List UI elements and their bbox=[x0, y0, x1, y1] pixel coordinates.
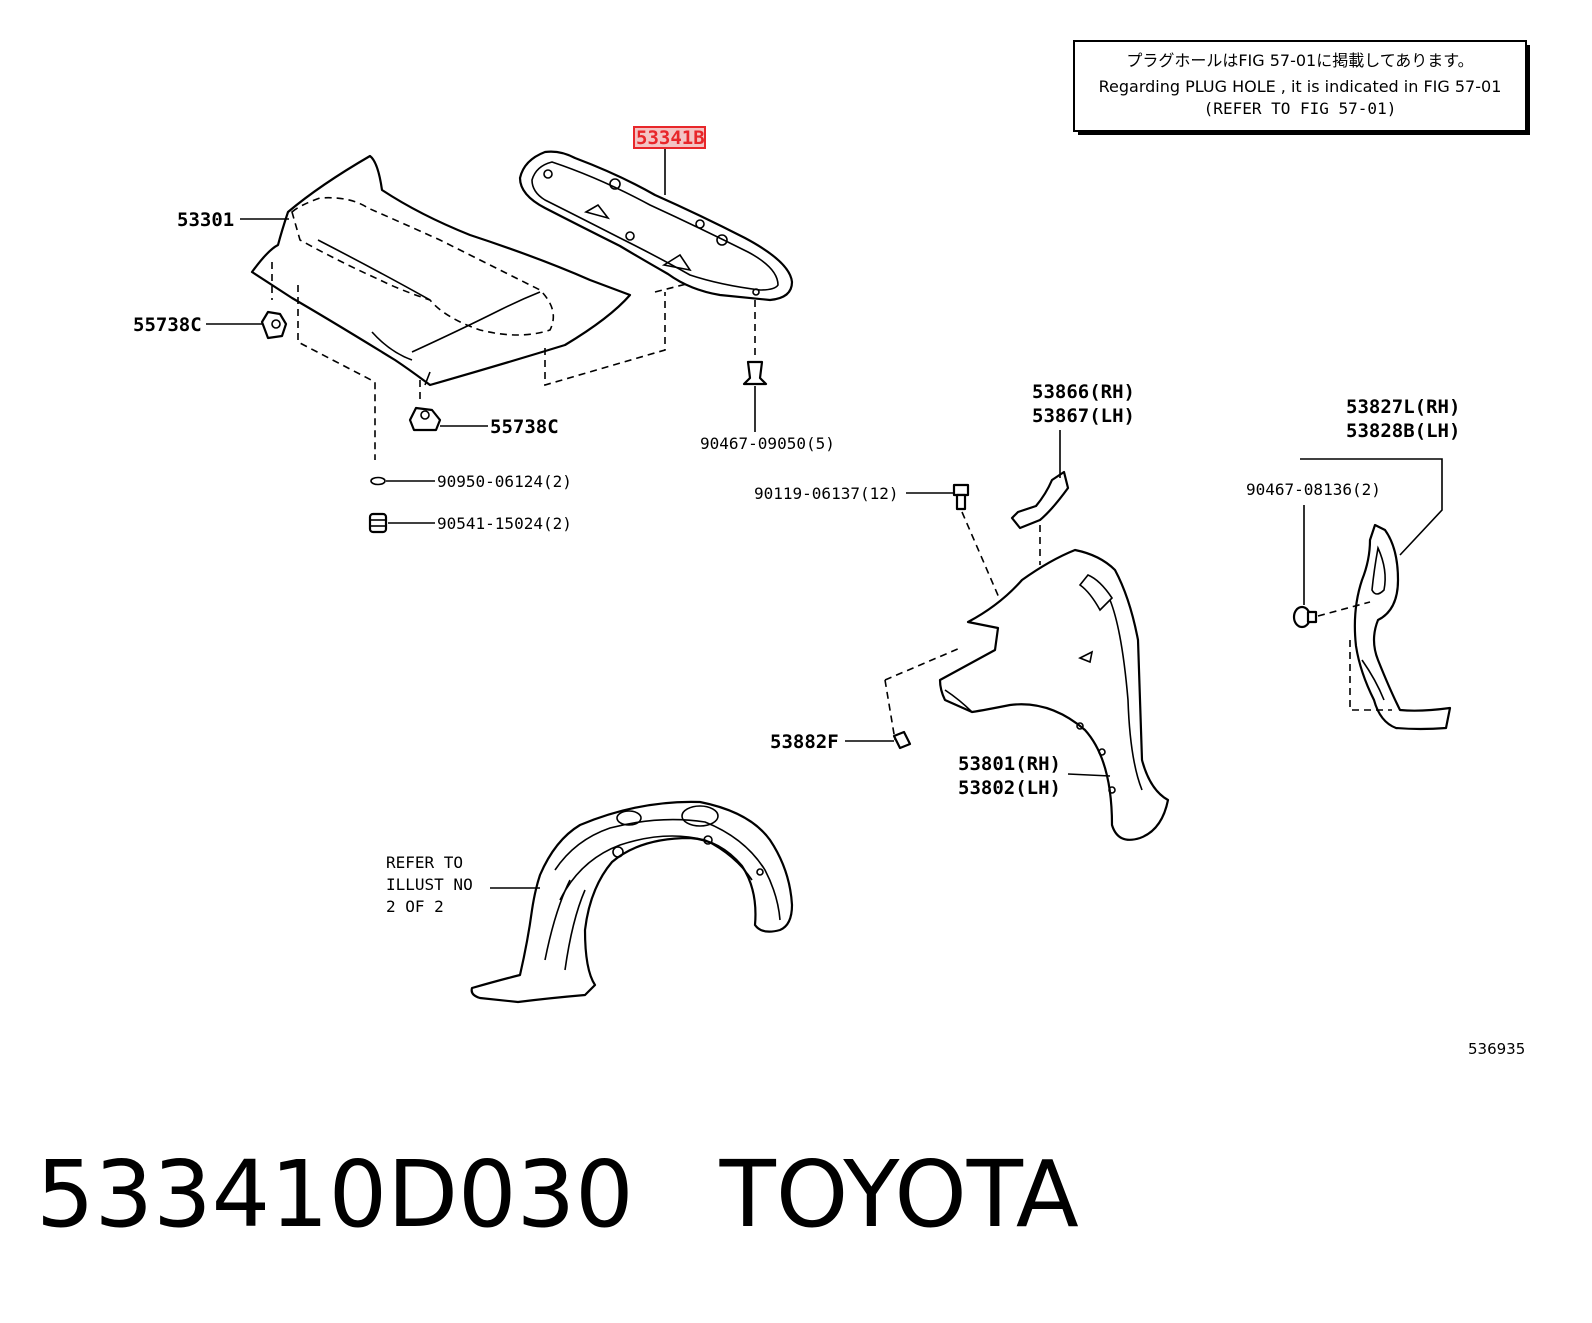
cushion-90541[interactable] bbox=[368, 512, 388, 534]
label-refer-1: REFER TO bbox=[386, 853, 463, 872]
hood-insulator-53341B[interactable] bbox=[518, 150, 794, 302]
clip-90467-08136[interactable] bbox=[1292, 605, 1318, 629]
note-line-ref: (REFER TO FIG 57-01) bbox=[1204, 99, 1397, 118]
label-53341B[interactable]: 53341B bbox=[636, 127, 705, 149]
footer-brand: TOYOTA bbox=[719, 1141, 1079, 1248]
guide-bolt bbox=[961, 511, 1001, 601]
label-53882F: 53882F bbox=[770, 731, 839, 753]
fender-53801[interactable] bbox=[938, 548, 1170, 841]
seal-90950[interactable] bbox=[370, 476, 386, 486]
guide-hood-clip bbox=[297, 285, 376, 460]
guide-seal-drop bbox=[884, 679, 896, 741]
label-90119: 90119-06137(12) bbox=[754, 484, 899, 503]
label-53866: 53866(RH) bbox=[1032, 381, 1135, 403]
label-90467-09050: 90467-09050(5) bbox=[700, 434, 835, 453]
fender-seal-53827L[interactable] bbox=[1353, 523, 1452, 731]
plug-hole-note: プラグホールはFIG 57-01に掲載してあります。 Regarding PLU… bbox=[1073, 40, 1530, 135]
label-90541: 90541-15024(2) bbox=[437, 514, 572, 533]
guide-clip-08136 bbox=[1317, 601, 1371, 617]
note-line-en: Regarding PLUG HOLE , it is indicated in… bbox=[1099, 77, 1502, 96]
fender-bracket-53866[interactable] bbox=[1010, 470, 1070, 530]
cushion-55738C-right[interactable] bbox=[408, 406, 442, 432]
label-refer-3: 2 OF 2 bbox=[386, 897, 444, 916]
guide-insulator-a bbox=[544, 292, 666, 387]
label-53301: 53301 bbox=[177, 209, 234, 231]
guide-insulator-b bbox=[654, 277, 711, 293]
note-line-jp: プラグホールはFIG 57-01に掲載してあります。 bbox=[1126, 51, 1473, 70]
guide-fender-seal bbox=[884, 647, 961, 681]
footer-caption: 533410D030 TOYOTA bbox=[36, 1140, 1079, 1250]
clip-90467-09050[interactable] bbox=[742, 360, 768, 386]
cushion-55738C-left[interactable] bbox=[260, 310, 288, 340]
label-90950: 90950-06124(2) bbox=[437, 472, 572, 491]
leader-53801 bbox=[1067, 773, 1111, 777]
hood-53301[interactable] bbox=[250, 154, 632, 387]
label-53828B: 53828B(LH) bbox=[1346, 420, 1460, 442]
note-box bbox=[1073, 40, 1527, 132]
label-refer-2: ILLUST NO bbox=[386, 875, 473, 894]
label-53827L: 53827L(RH) bbox=[1346, 396, 1460, 418]
label-55738C-left: 55738C bbox=[133, 314, 202, 336]
label-53802: 53802(LH) bbox=[958, 777, 1061, 799]
footer-part-number: 533410D030 bbox=[36, 1141, 634, 1248]
figure-code: 536935 bbox=[1468, 1040, 1526, 1058]
label-53801: 53801(RH) bbox=[958, 753, 1061, 775]
label-90467-08136: 90467-08136(2) bbox=[1246, 480, 1381, 499]
seal-53882F[interactable] bbox=[892, 730, 912, 750]
label-55738C-right: 55738C bbox=[490, 416, 559, 438]
bolt-90119[interactable] bbox=[952, 483, 970, 511]
guide-seal-bottom bbox=[1349, 640, 1392, 711]
fender-liner[interactable] bbox=[470, 800, 794, 1004]
label-53867: 53867(LH) bbox=[1032, 405, 1135, 427]
highlight-53341B bbox=[633, 126, 706, 149]
leader-53827L bbox=[1300, 458, 1443, 556]
